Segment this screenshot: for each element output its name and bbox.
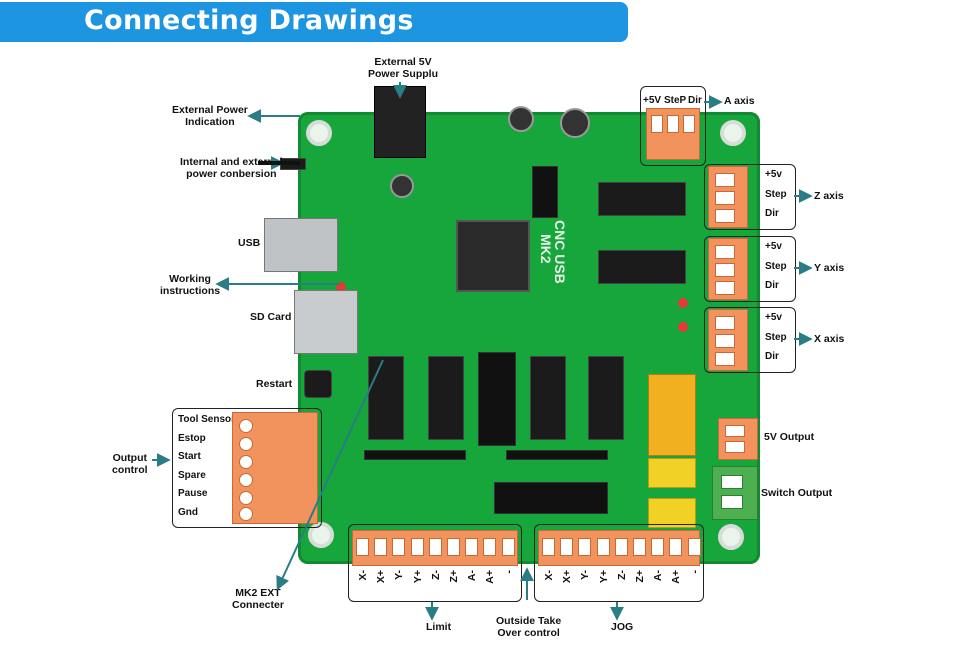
jog-slot (687, 538, 701, 556)
a-axis-terminal (646, 108, 700, 160)
output-control-box (172, 408, 322, 528)
jog-slot (596, 538, 610, 556)
usb-connector (264, 218, 338, 272)
pin-header (364, 450, 466, 460)
limit-slot (501, 538, 515, 556)
mount-hole (306, 120, 332, 146)
capacitor (390, 174, 414, 198)
mount-hole (718, 524, 744, 550)
restart-button (304, 370, 332, 398)
pin-header (478, 352, 516, 446)
z-axis-pin-label: Dir (765, 208, 779, 219)
limit-slot (410, 538, 424, 556)
title-banner: Connecting Drawings (0, 2, 628, 42)
sd-card-slot (294, 290, 358, 354)
output-pin-label: Pause (178, 488, 208, 499)
x-axis-pin-label: +5v (765, 312, 782, 323)
limit-slot (356, 538, 369, 556)
z-axis-terminal (708, 166, 748, 228)
z-axis-pin-label: Step (765, 189, 787, 200)
ic-chip (428, 356, 464, 440)
jog-slot (542, 538, 555, 556)
ic-chip (588, 356, 624, 440)
board-silk-text: MK2 (538, 234, 554, 264)
ic-chip (368, 356, 404, 440)
limit-slot (483, 538, 497, 556)
relay (648, 374, 696, 456)
jog-slot (560, 538, 574, 556)
limit-slot (447, 538, 460, 556)
y-axis-pin-label: Dir (765, 280, 779, 291)
a-axis-box (640, 86, 706, 166)
ext-header (494, 482, 608, 514)
limit-box (348, 524, 522, 602)
switch-output-terminal (712, 466, 758, 520)
z-axis-pin-label: +5v (765, 169, 782, 180)
x-axis-pin-label: Dir (765, 351, 779, 362)
output-pin-label: Gnd (178, 507, 198, 518)
jog-slot (578, 538, 592, 556)
limit-slot (374, 538, 388, 556)
5v-output-label: 5V Output (764, 431, 815, 443)
y-axis-pin-label: +5v (765, 241, 782, 252)
x-axis-label: X axis (814, 333, 845, 345)
mcu-chip (456, 220, 530, 292)
ic-chip (530, 356, 566, 440)
mount-hole (720, 120, 746, 146)
z-axis-label: Z axis (814, 190, 844, 202)
driver-chip (598, 182, 686, 216)
pin-header (506, 450, 608, 460)
status-led (678, 298, 688, 308)
working-led (336, 282, 346, 292)
arrow-mk2-ext (276, 359, 384, 591)
y-axis-label: Y axis (814, 262, 845, 274)
limit-slot (392, 538, 406, 556)
x-axis-terminal (708, 309, 748, 371)
output-pin-label: Estop (178, 433, 206, 444)
capacitor (648, 498, 696, 528)
output-pin-label: Tool Sensor (178, 414, 236, 425)
jog-slot (651, 538, 665, 556)
page-title: Connecting Drawings (84, 5, 414, 36)
output-pin-label: Spare (178, 470, 206, 481)
pin-header (532, 166, 558, 218)
board-silk-text: CNC USB (552, 220, 568, 284)
5v-output-terminal (718, 418, 758, 460)
limit-slot (428, 538, 442, 556)
limit-slot (465, 538, 479, 556)
status-led (678, 322, 688, 332)
sd-card-label: SD Card (250, 311, 292, 323)
jog-box (534, 524, 704, 602)
switch-output-label: Switch Output (761, 487, 833, 499)
capacitor (560, 108, 590, 138)
output-pin-label: Start (178, 451, 201, 462)
jog-slot (633, 538, 646, 556)
restart-label: Restart (256, 378, 293, 390)
capacitor (508, 106, 534, 132)
a-axis-label: A axis (724, 95, 755, 107)
y-axis-terminal (708, 238, 748, 300)
jog-slot (614, 538, 628, 556)
a-axis-pin-label: +5V (643, 95, 662, 106)
jog-label: JOG (611, 621, 634, 633)
usb-label: USB (238, 237, 261, 249)
x-axis-pin-label: Step (765, 332, 787, 343)
a-axis-pin-label: SteP (664, 95, 687, 106)
driver-chip (598, 250, 686, 284)
jog-slot (669, 538, 683, 556)
limit-label: Limit (426, 621, 452, 633)
output-control-terminal (232, 412, 318, 524)
pcb-board: CNC USB MK2 (298, 106, 760, 564)
y-axis-pin-label: Step (765, 261, 787, 272)
capacitor (648, 458, 696, 488)
a-axis-pin-label: Dir (688, 95, 702, 106)
